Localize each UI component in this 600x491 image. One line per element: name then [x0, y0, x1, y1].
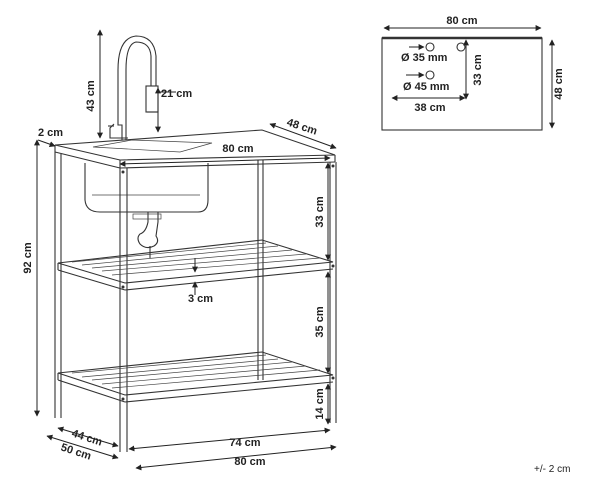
top-width-label-main: 80 cm — [222, 143, 253, 155]
faucet-icon — [108, 35, 159, 140]
overhang-label: 2 cm — [38, 127, 63, 139]
frame-width-label: 74 cm — [229, 437, 260, 449]
middle-shelf-slats — [71, 242, 321, 276]
top-depth-dimension-main — [269, 123, 337, 149]
total-height-label: 92 cm — [22, 242, 34, 273]
cabinet-drawing — [54, 35, 337, 452]
drain-trap — [137, 212, 159, 249]
bottom-clearance-label: 14 cm — [314, 388, 326, 419]
overall-width-label: 80 cm — [234, 456, 265, 468]
spout-label: 21 cm — [161, 88, 192, 100]
sink-basin — [84, 163, 209, 213]
small-hole-label: Ø 35 mm — [401, 52, 448, 64]
sink-opening — [92, 139, 213, 153]
hole-width-offset-label: 38 cm — [414, 102, 445, 114]
top-depth-label-main: 48 cm — [285, 117, 319, 138]
top-view: 80 cm 48 cm Ø 35 mm Ø 45 mm 33 cm 38 cm — [381, 15, 565, 131]
faucet-hole-aux-icon — [456, 42, 466, 52]
top-width-dimension-main — [119, 155, 331, 167]
bottom-shelf-slats — [71, 354, 321, 389]
faucet-height-label: 43 cm — [85, 80, 97, 111]
middle-shelf — [57, 239, 334, 284]
overall-width-dimension — [135, 444, 337, 471]
countertop — [54, 129, 336, 161]
tolerance-note: +/- 2 cm — [534, 464, 570, 475]
overhang-dimension — [37, 139, 56, 148]
top-width-label: 80 cm — [446, 15, 477, 27]
sink-shelf-label: 33 cm — [314, 196, 326, 227]
top-depth-label: 48 cm — [553, 68, 565, 99]
overall-depth-dimension — [46, 434, 119, 460]
hole-depth-offset-label: 33 cm — [472, 54, 484, 85]
faucet-hole-large-icon — [425, 70, 435, 80]
bottom-shelf — [57, 351, 334, 396]
large-hole-label: Ø 45 mm — [403, 81, 450, 93]
faucet-hole-small-icon — [425, 42, 435, 52]
shelf-gap-label: 35 cm — [314, 306, 326, 337]
shelf-thickness-label: 3 cm — [188, 293, 213, 305]
frame-bolts — [121, 164, 335, 401]
